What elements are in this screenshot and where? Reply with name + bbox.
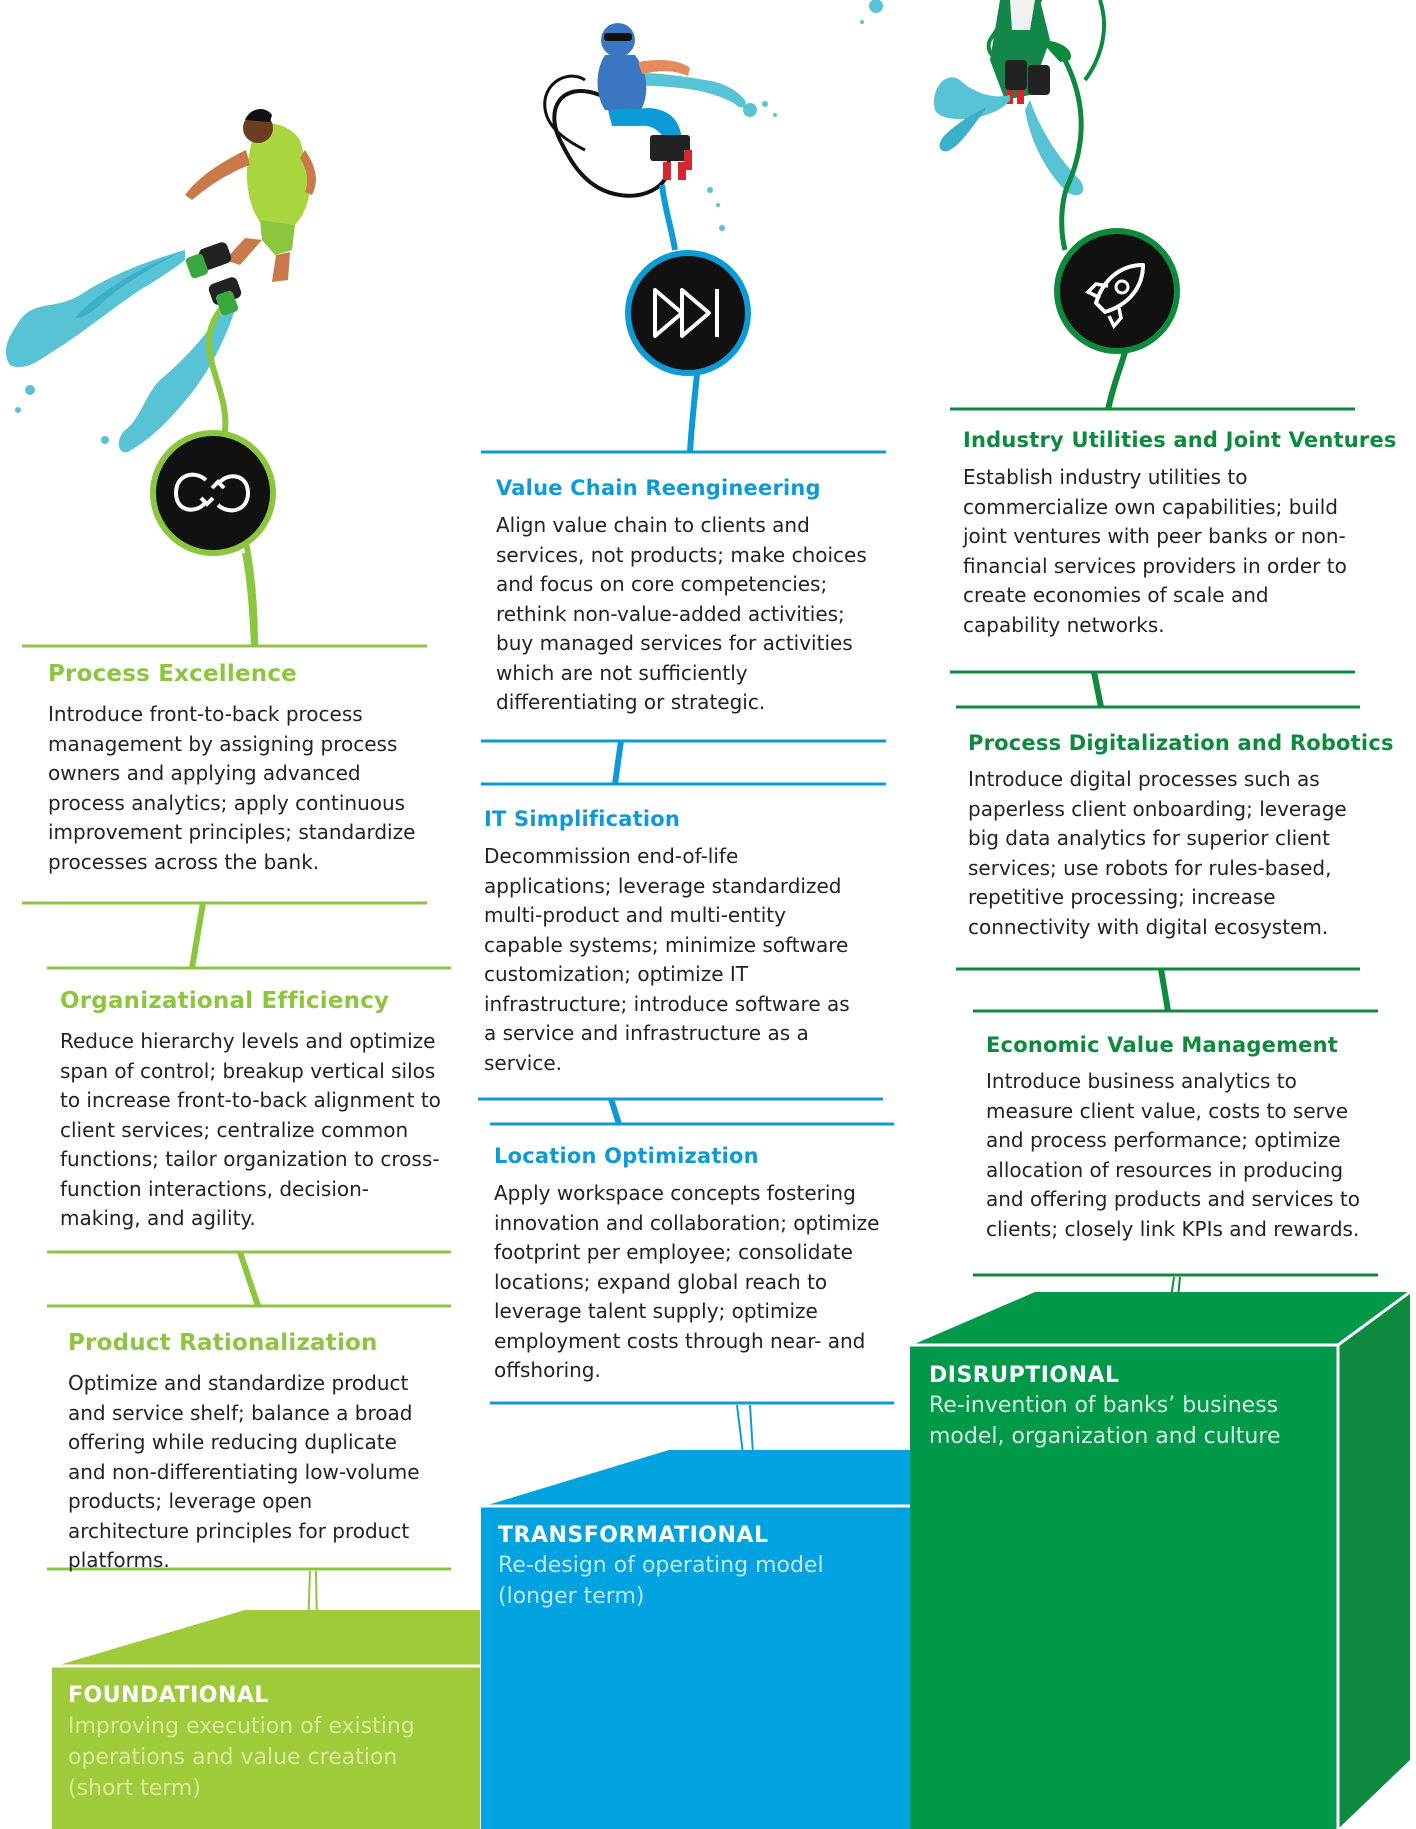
pillar-label-foundational: FOUNDATIONAL — [68, 1683, 269, 1708]
pillar-description-foundational: Improving execution of existing operatio… — [68, 1714, 415, 1801]
item-title-it-simplification: IT Simplification — [484, 807, 681, 831]
column-lines-disruptional — [950, 407, 1378, 1277]
item-title-product-rationalization: Product Rationalization — [68, 1330, 378, 1356]
pillar-description-transformational: Re-design of operating model (longer ter… — [498, 1553, 824, 1609]
item-title-process-digitalization-robotics: Process Digitalization and Robotics — [968, 731, 1394, 755]
item-description-process-digitalization-robotics: Introduce digital processes such as pape… — [968, 767, 1347, 939]
item-description-economic-value-management: Introduce business analytics to measure … — [986, 1069, 1360, 1241]
pillar-label-disruptional: DISRUPTIONAL — [929, 1363, 1120, 1388]
item-title-organizational-efficiency: Organizational Efficiency — [60, 988, 390, 1014]
jetpack-rider-blue-illustration — [543, 23, 777, 251]
pillar-description-disruptional: Re-invention of banks’ business model, o… — [929, 1393, 1281, 1449]
item-title-process-excellence: Process Excellence — [48, 661, 297, 687]
pillar-disruptional — [910, 1290, 1411, 1829]
column-lines-foundational — [22, 644, 451, 1571]
item-description-it-simplification: Decommission end-of-life applications; l… — [484, 844, 850, 1075]
item-description-process-excellence: Introduce front-to-back process manageme… — [48, 702, 416, 874]
item-description-product-rationalization: Optimize and standardize product and ser… — [68, 1371, 420, 1572]
item-title-economic-value-management: Economic Value Management — [986, 1033, 1338, 1057]
item-description-organizational-efficiency: Reduce hierarchy levels and optimize spa… — [60, 1029, 441, 1230]
jetpack-rider-lime-illustration — [5, 108, 316, 646]
pillar-transformational — [481, 1450, 911, 1829]
pillar-label-transformational: TRANSFORMATIONAL — [498, 1523, 769, 1548]
fast-forward-icon — [625, 250, 751, 376]
loop-arrows-icon — [150, 430, 276, 556]
column-lines-transformational — [478, 450, 894, 1405]
jetpack-rider-green-illustration — [860, 0, 1107, 251]
item-title-industry-utilities-joint-ventures: Industry Utilities and Joint Ventures — [963, 428, 1397, 452]
rocket-icon — [1054, 228, 1180, 354]
item-description-value-chain-reengineering: Align value chain to clients and service… — [496, 513, 867, 714]
item-description-industry-utilities-joint-ventures: Establish industry utilities to commerci… — [963, 465, 1347, 637]
pillar-foundational — [52, 1610, 480, 1829]
item-title-location-optimization: Location Optimization — [494, 1144, 759, 1168]
item-title-value-chain-reengineering: Value Chain Reengineering — [496, 476, 821, 500]
item-description-location-optimization: Apply workspace concepts fostering innov… — [494, 1181, 880, 1382]
